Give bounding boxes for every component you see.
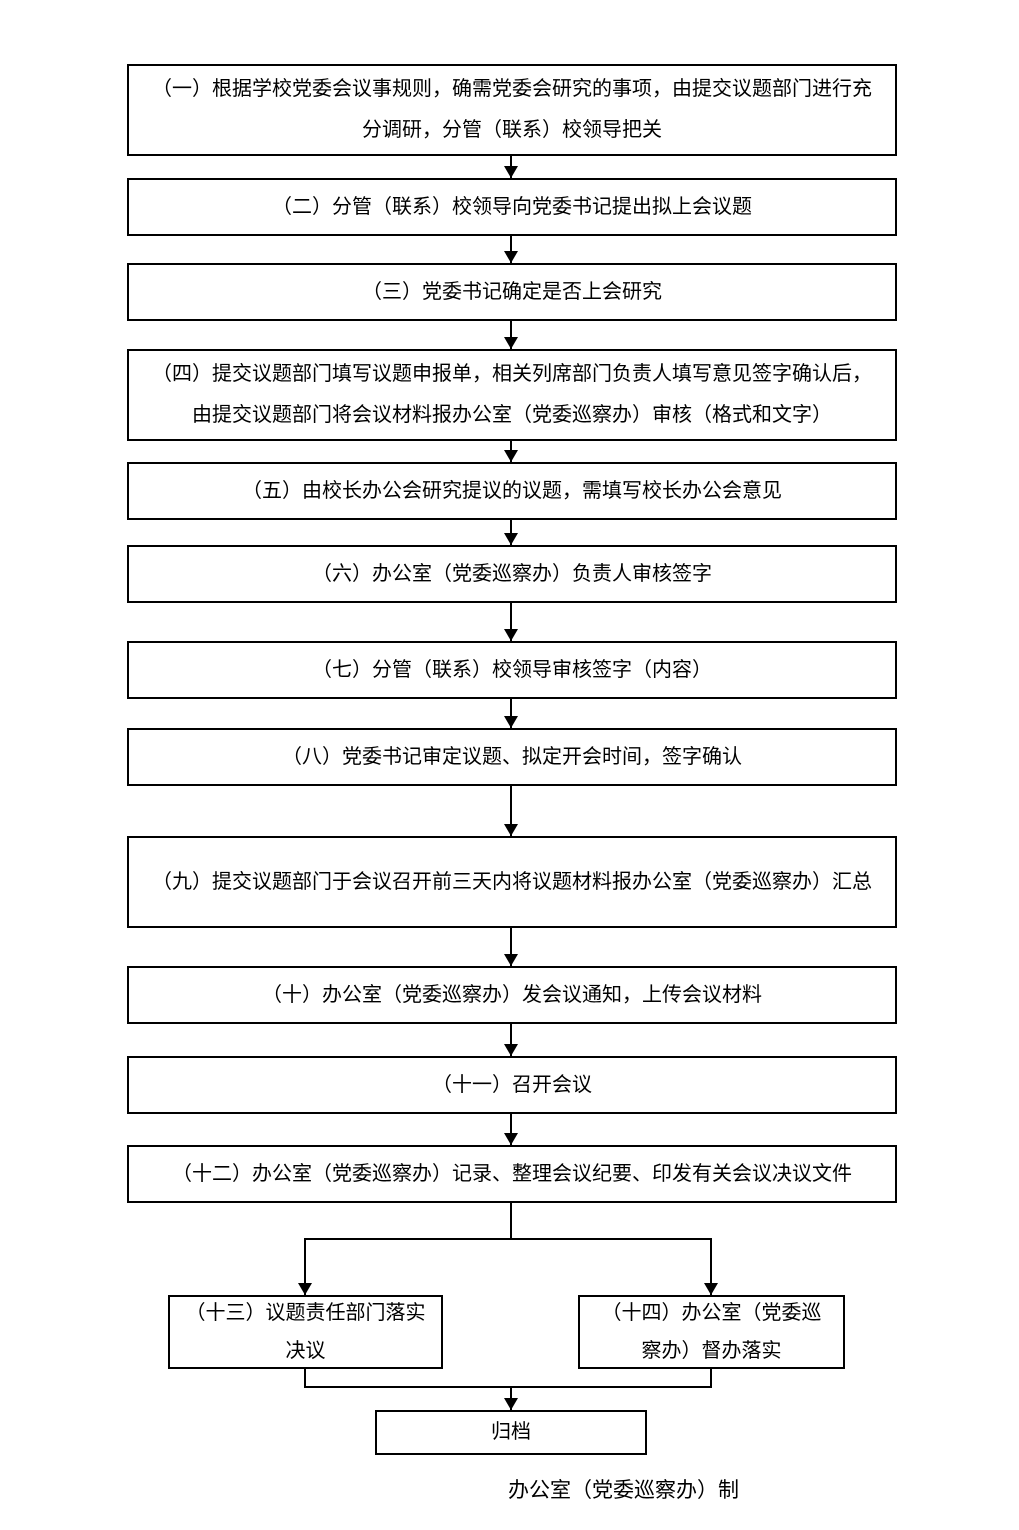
arrow-down-icon-final [504, 1388, 518, 1410]
arrow-down-icon-11 [504, 1114, 518, 1145]
arrow-down-icon-1 [504, 156, 518, 178]
arrow-down-icon-right [704, 1240, 718, 1295]
merge-right-line [710, 1369, 712, 1388]
arrow-down-icon-2 [504, 236, 518, 263]
flow-step-2: （二）分管（联系）校领导向党委书记提出拟上会议题 [127, 178, 897, 236]
arrow-down-icon-10 [504, 1024, 518, 1056]
flow-step-11: （十一）召开会议 [127, 1056, 897, 1114]
flow-step-7: （七）分管（联系）校领导审核签字（内容） [127, 641, 897, 699]
arrow-down-icon-8 [504, 786, 518, 836]
merge-left-line [304, 1369, 306, 1388]
split-horizontal-line [304, 1238, 712, 1240]
arrow-down-icon-7 [504, 699, 518, 728]
flow-step-10: （十）办公室（党委巡察办）发会议通知，上传会议材料 [127, 966, 897, 1024]
flow-step-14: （十四）办公室（党委巡察办）督办落实 [578, 1295, 845, 1369]
arrow-down-icon-6 [504, 603, 518, 641]
credit-text: 办公室（党委巡察办）制 [508, 1478, 739, 1502]
flow-step-3: （三）党委书记确定是否上会研究 [127, 263, 897, 321]
flow-step-final-archive: 归档 [375, 1410, 647, 1455]
split-stem-line [510, 1203, 512, 1240]
flow-step-6: （六）办公室（党委巡察办）负责人审核签字 [127, 545, 897, 603]
arrow-down-icon-3 [504, 321, 518, 349]
flow-step-9: （九）提交议题部门于会议召开前三天内将议题材料报办公室（党委巡察办）汇总 [127, 836, 897, 928]
flow-step-13: （十三）议题责任部门落实决议 [168, 1295, 443, 1369]
arrow-down-icon-4 [504, 441, 518, 462]
flow-step-1: （一）根据学校党委会议事规则，确需党委会研究的事项，由提交议题部门进行充分调研，… [127, 64, 897, 156]
arrow-down-icon-left [298, 1240, 312, 1295]
flow-step-4: （四）提交议题部门填写议题申报单，相关列席部门负责人填写意见签字确认后，由提交议… [127, 349, 897, 441]
arrow-down-icon-9 [504, 928, 518, 966]
arrow-down-icon-5 [504, 520, 518, 545]
flow-step-5: （五）由校长办公会研究提议的议题，需填写校长办公会意见 [127, 462, 897, 520]
flow-step-12: （十二）办公室（党委巡察办）记录、整理会议纪要、印发有关会议决议文件 [127, 1145, 897, 1203]
flow-step-8: （八）党委书记审定议题、拟定开会时间，签字确认 [127, 728, 897, 786]
merge-horizontal-line [304, 1386, 712, 1388]
